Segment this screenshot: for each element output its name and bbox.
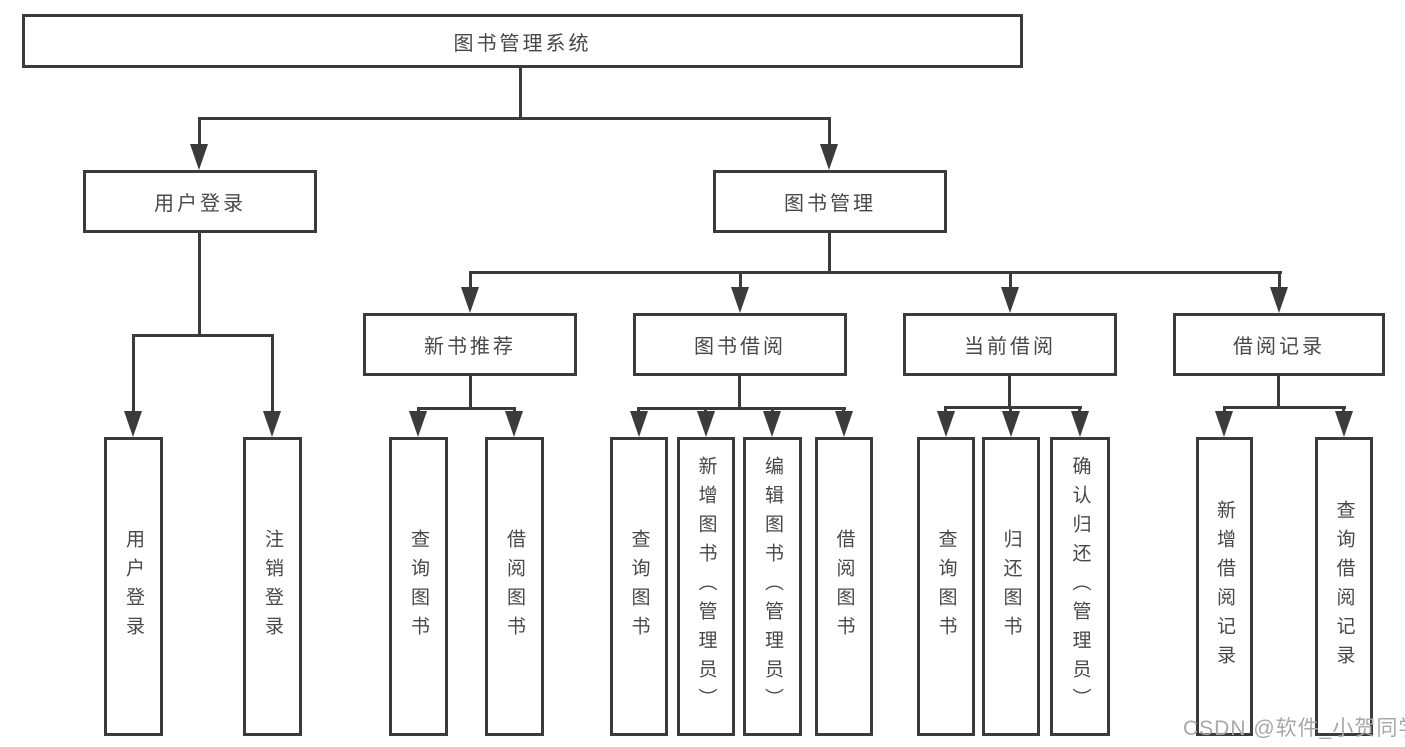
connector-line (1277, 376, 1280, 406)
leaf-logout-label: 注销登录 (262, 528, 283, 645)
connector-line (417, 407, 420, 413)
leaf-borrow-books-label: 借阅图书 (833, 528, 855, 645)
connector-line (638, 407, 846, 410)
connector-line (469, 271, 472, 287)
node-book-borrow-label: 图书借阅 (694, 336, 786, 358)
arrowhead (937, 411, 955, 437)
leaf-query-borrow-record: 查询借阅记录 (1315, 437, 1373, 736)
connector-line (739, 271, 742, 287)
node-book-management-label: 图书管理 (784, 193, 876, 215)
leaf-logout: 注销登录 (243, 437, 302, 736)
arrowhead (1001, 287, 1019, 313)
connector-line (271, 334, 274, 411)
node-current-borrow: 当前借阅 (903, 313, 1117, 376)
connector-line (198, 117, 201, 144)
arrowhead (263, 411, 281, 437)
arrowhead (820, 144, 838, 170)
leaf-confirm-return-admin-label: 确认归还（管理员） (1069, 456, 1091, 717)
arrowhead (505, 411, 523, 437)
connector-line (519, 68, 522, 117)
arrowhead (124, 411, 142, 437)
connector-line (1223, 406, 1346, 409)
connector-line (198, 117, 831, 120)
node-borrow-records: 借阅记录 (1173, 313, 1385, 376)
connector-line (637, 407, 640, 413)
node-new-book-recommend-label: 新书推荐 (424, 336, 516, 358)
arrowhead (1002, 411, 1020, 437)
connector-line (1223, 406, 1226, 413)
leaf-user-login: 用户登录 (104, 437, 163, 736)
arrowhead (731, 287, 749, 313)
connector-line (469, 271, 1282, 274)
node-new-book-recommend: 新书推荐 (363, 313, 577, 376)
leaf-borrow-books: 借阅图书 (815, 437, 873, 736)
leaf-query-borrow-record-label: 查询借阅记录 (1333, 499, 1355, 674)
leaf-add-books-admin-label: 新增图书（管理员） (695, 456, 717, 717)
leaf-borrow-books-recommend: 借阅图书 (485, 437, 544, 736)
connector-line (1078, 406, 1081, 413)
node-book-management: 图书管理 (713, 170, 947, 233)
leaf-return-books-label: 归还图书 (1000, 528, 1022, 645)
connector-line (1342, 406, 1345, 413)
arrowhead (630, 411, 648, 437)
watermark: CSDN @软件_小贺同学 (1183, 717, 1405, 740)
leaf-user-login-label: 用户登录 (123, 528, 144, 645)
connector-line (771, 407, 774, 413)
leaf-add-borrow-record-label: 新增借阅记录 (1214, 499, 1235, 674)
leaf-query-books-borrow-label: 查询图书 (628, 528, 650, 645)
connector-line (1008, 376, 1011, 406)
arrowhead (1215, 411, 1233, 437)
connector-line (513, 407, 516, 413)
arrowhead (1335, 411, 1353, 437)
arrowhead (1071, 411, 1089, 437)
node-library-system: 图书管理系统 (22, 14, 1023, 68)
node-current-borrow-label: 当前借阅 (964, 336, 1056, 358)
connector-line (945, 406, 1082, 409)
connector-line (828, 233, 831, 271)
arrowhead (835, 411, 853, 437)
connector-line (828, 117, 831, 144)
connector-line (704, 407, 707, 413)
connector-line (132, 334, 135, 411)
arrowhead (461, 287, 479, 313)
leaf-query-books-recommend: 查询图书 (389, 437, 448, 736)
connector-line (198, 233, 201, 334)
leaf-edit-books-admin-label: 编辑图书（管理员） (762, 456, 783, 717)
connector-line (132, 334, 274, 337)
node-user-login-label: 用户登录 (154, 193, 246, 215)
arrowhead (409, 411, 427, 437)
leaf-return-books: 归还图书 (982, 437, 1040, 736)
node-book-borrow: 图书借阅 (633, 313, 847, 376)
connector-line (738, 376, 741, 407)
arrowhead (190, 144, 208, 170)
arrowhead (1270, 287, 1288, 313)
leaf-query-books-borrow: 查询图书 (610, 437, 668, 736)
connector-line (417, 407, 516, 410)
connector-line (469, 376, 472, 407)
leaf-edit-books-admin: 编辑图书（管理员） (743, 437, 802, 736)
node-library-system-label: 图书管理系统 (453, 32, 592, 55)
leaf-query-books-recommend-label: 查询图书 (408, 528, 429, 645)
leaf-query-books-current: 查询图书 (917, 437, 975, 736)
connector-line (842, 407, 845, 413)
connector-line (1009, 406, 1012, 413)
leaf-add-books-admin: 新增图书（管理员） (677, 437, 735, 736)
connector-line (1009, 271, 1012, 287)
leaf-add-borrow-record: 新增借阅记录 (1196, 437, 1253, 736)
arrowhead (763, 411, 781, 437)
connector-line (1278, 271, 1281, 287)
connector-line (944, 406, 947, 413)
leaf-borrow-books-recommend-label: 借阅图书 (504, 528, 525, 645)
leaf-confirm-return-admin: 确认归还（管理员） (1050, 437, 1110, 736)
node-borrow-records-label: 借阅记录 (1233, 336, 1325, 358)
arrowhead (697, 411, 715, 437)
leaf-query-books-current-label: 查询图书 (935, 528, 957, 645)
node-user-login: 用户登录 (83, 170, 317, 233)
